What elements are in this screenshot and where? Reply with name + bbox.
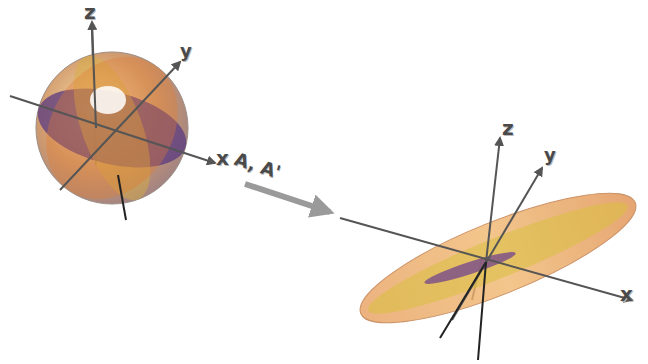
axis-stub: [118, 175, 126, 220]
transform-arrow: [245, 184, 330, 212]
operator-label: A, A': [232, 150, 282, 182]
x-axis: [10, 96, 215, 163]
axis-label: z: [84, 2, 96, 22]
axis-label: x: [620, 284, 633, 304]
unit-sphere: [10, 22, 215, 225]
axis-label: y: [180, 42, 192, 60]
axis-label: y: [544, 146, 556, 164]
axis-label: x: [216, 148, 229, 168]
plane: [361, 187, 636, 329]
z-axis: [92, 22, 96, 128]
axis-stub: [478, 262, 486, 360]
ellipsoid: [340, 138, 648, 360]
axis-label: z: [502, 118, 514, 138]
vertical-plane: [19, 31, 204, 224]
y-axis: [60, 62, 180, 190]
axis-stub: [440, 262, 486, 338]
